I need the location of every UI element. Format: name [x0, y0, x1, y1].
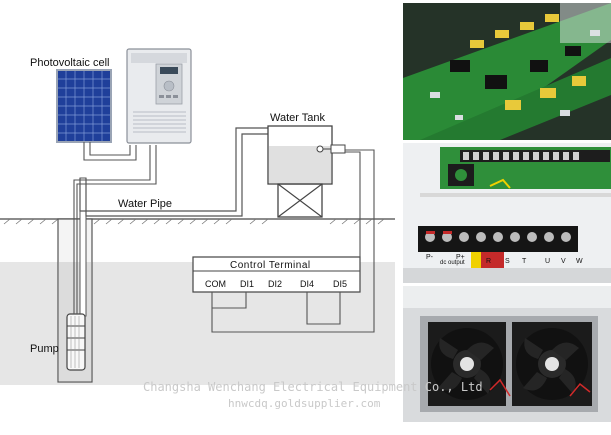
- pump-body: [66, 313, 86, 371]
- water-pipe-label: Water Pipe: [118, 198, 172, 210]
- panel-cable: [83, 142, 137, 161]
- solar-panel: [56, 69, 112, 143]
- photo-pcb-boards: [403, 3, 611, 140]
- terminal-com: COM: [205, 279, 226, 289]
- photo-terminal-block: dc output P- P+ R S T U V W: [403, 143, 611, 283]
- photo-cooling-fans: [403, 286, 611, 422]
- terminal-label-v: V: [561, 258, 566, 265]
- water-pipe: [79, 127, 268, 217]
- terminal-label-w: W: [576, 258, 583, 265]
- terminal-di5: DI5: [333, 279, 347, 289]
- terminal-di4: DI4: [300, 279, 314, 289]
- control-wires: [211, 149, 375, 333]
- terminal-label-u: U: [545, 258, 550, 265]
- terminal-label-pminus: P-: [426, 254, 434, 261]
- float-switch: [316, 144, 346, 154]
- terminal-label-pplus: P+: [456, 254, 465, 261]
- terminal-di1: DI1: [240, 279, 254, 289]
- pump-cable-2: [76, 145, 157, 314]
- water-tank: [267, 125, 333, 218]
- water-tank-label: Water Tank: [270, 112, 326, 124]
- ground-hatch: [3, 218, 385, 225]
- well-pipe: [79, 177, 87, 317]
- control-terminal: [192, 256, 361, 293]
- terminal-label-s: S: [505, 258, 510, 265]
- pump-label: Pump: [30, 343, 59, 355]
- pump-cable: [73, 145, 151, 314]
- photovoltaic-cell-label: Photovoltaic cell: [30, 57, 110, 69]
- terminal-di2: DI2: [268, 279, 282, 289]
- watermark-company: Changsha Wenchang Electrical Equipment C…: [143, 380, 483, 394]
- dc-output-header: dc output: [440, 260, 465, 266]
- panel-cable-2: [89, 142, 131, 156]
- solar-pump-inverter: [126, 48, 192, 144]
- watermark-url: hnwcdq.goldsupplier.com: [228, 397, 381, 410]
- system-diagram: Pump Water Pipe Photovoltaic cell: [0, 48, 395, 385]
- terminal-label-t: T: [522, 258, 527, 265]
- control-terminal-label: Control Terminal: [230, 260, 311, 271]
- terminal-label-r: R: [486, 258, 491, 265]
